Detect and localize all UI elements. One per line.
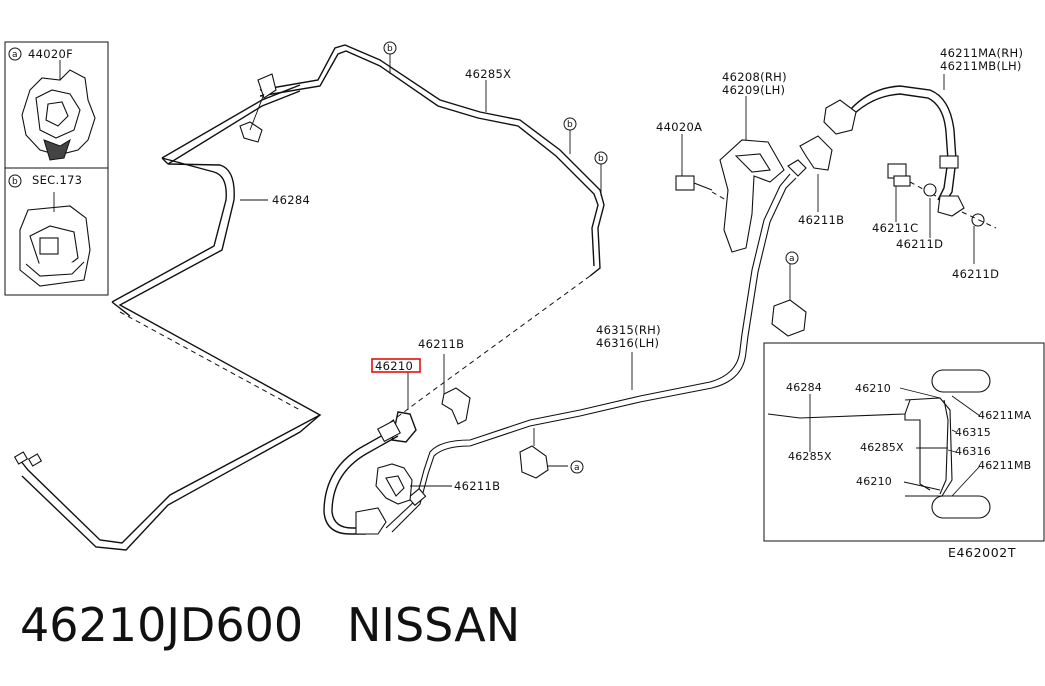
- callout-46211b-low: 46211B: [454, 479, 500, 493]
- svg-text:a: a: [789, 254, 795, 264]
- inset-46211mb: 46211MB: [978, 459, 1031, 472]
- inset-46210-bot: 46210: [856, 475, 892, 488]
- marker-circle-b: [8, 174, 22, 188]
- callout-46284: 46284: [272, 193, 310, 207]
- right-inset: 46284 46285X 46210 46285X 46210 46211MA …: [763, 342, 1045, 542]
- clip-b-icon: [19, 192, 91, 287]
- left-inset: a 44020F b SEC.173: [4, 41, 109, 296]
- pipe-46285x: [239, 44, 605, 431]
- inset-b-part: SEC.173: [32, 173, 82, 187]
- callout-46315: 46315(RH): [596, 323, 661, 337]
- clip-46211b-upper: [441, 354, 471, 425]
- hose-46210: [323, 372, 417, 535]
- body-outline: [904, 397, 953, 497]
- callout-44020a: 44020A: [656, 120, 702, 134]
- inset-a-letter: a: [12, 50, 18, 60]
- highlight-box-46210: [371, 358, 421, 373]
- callout-46211d-1: 46211D: [896, 237, 943, 251]
- pipe-46315: [385, 159, 807, 533]
- bolt-46211c: [887, 163, 937, 238]
- marker-circle-a: [8, 47, 22, 61]
- hose-46211m: [823, 74, 965, 217]
- wheel-front-right: [931, 369, 991, 393]
- inset-46210-top: 46210: [855, 382, 891, 395]
- marker-a-right: a: [785, 251, 799, 265]
- callout-46210-highlighted: 46210: [375, 359, 413, 373]
- callout-46209: 46209(LH): [722, 83, 785, 97]
- bracket-46208: [719, 96, 785, 253]
- marker-b-1: b: [383, 41, 397, 74]
- inset-b-letter: b: [12, 177, 18, 187]
- callout-46211mb: 46211MB(LH): [940, 59, 1022, 73]
- footer-brand: NISSAN: [347, 598, 521, 652]
- marker-b-2: b: [563, 117, 577, 154]
- callout-46208: 46208(RH): [722, 70, 787, 84]
- clip-a-icon: [21, 60, 96, 161]
- callout-46211b-mid: 46211B: [418, 337, 464, 351]
- inset-46284: 46284: [786, 381, 822, 394]
- right-inset-frame: [763, 342, 1045, 542]
- inset-46211ma: 46211MA: [978, 409, 1032, 422]
- wheel-rear-right: [931, 495, 991, 519]
- diagram-code: E462002T: [948, 545, 1016, 560]
- svg-text:b: b: [567, 120, 573, 130]
- front-pipe-46284: [13, 84, 322, 551]
- footer-caption: 46210JD600 NISSAN: [20, 598, 520, 652]
- callout-46211d-2: 46211D: [952, 267, 999, 281]
- callout-46211b-right: 46211B: [798, 213, 844, 227]
- callout-46316: 46316(LH): [596, 336, 659, 350]
- washer-46211d: [961, 211, 997, 264]
- svg-text:b: b: [387, 44, 393, 54]
- callout-46211c: 46211C: [872, 221, 918, 235]
- clip-a-lower: [519, 428, 568, 479]
- marker-b-3: b: [594, 151, 608, 196]
- svg-text:b: b: [598, 154, 604, 164]
- clip-46211b-right: [799, 135, 833, 212]
- footer-part-number: 46210JD600: [20, 598, 304, 652]
- inset-46285x-mid: 46285X: [860, 441, 904, 454]
- bracket-lower: [375, 463, 452, 505]
- inset-46315: 46315: [955, 426, 991, 439]
- clip-a-right: [771, 264, 807, 337]
- callout-46211ma: 46211MA(RH): [940, 46, 1023, 60]
- marker-a-low: a: [570, 460, 584, 474]
- inset-46316: 46316: [955, 445, 991, 458]
- inset-a-part: 44020F: [28, 47, 73, 61]
- bolt-44020a: [675, 134, 727, 201]
- callout-46285x: 46285X: [465, 67, 511, 81]
- inset-46285x: 46285X: [788, 450, 832, 463]
- svg-text:a: a: [574, 463, 580, 473]
